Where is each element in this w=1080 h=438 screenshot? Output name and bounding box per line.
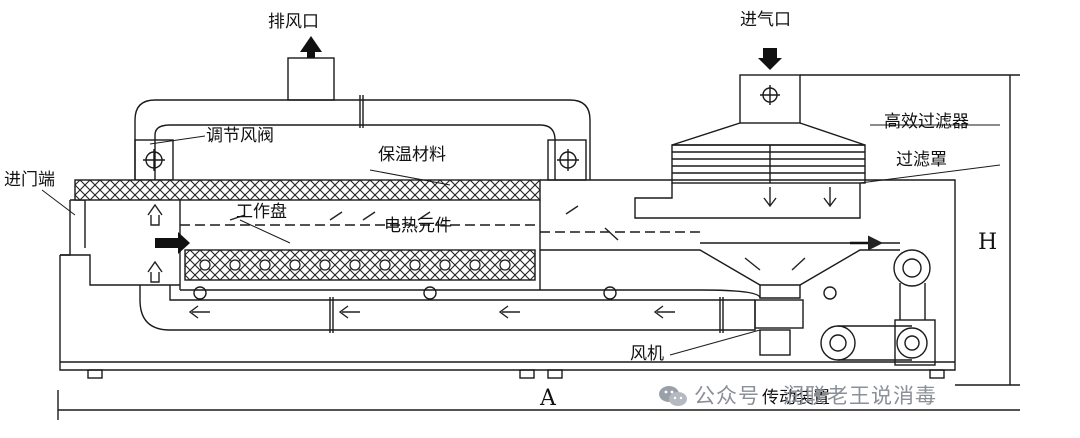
housing-outline bbox=[59, 179, 956, 371]
fan-motor bbox=[759, 329, 791, 356]
drive-unit bbox=[894, 319, 936, 366]
label-exhaust-port: 排风口 bbox=[268, 12, 319, 32]
watermark-text: 公众号 · 润联老王说消毒 bbox=[694, 384, 938, 408]
hopper bbox=[540, 249, 900, 286]
return-duct bbox=[139, 285, 756, 331]
label-drive: 传动装置 bbox=[762, 388, 830, 408]
dimension-length: A bbox=[540, 386, 556, 411]
label-hepa-filter: 高效过滤器 bbox=[884, 112, 969, 132]
label-air-inlet: 进气口 bbox=[740, 10, 791, 30]
dimension-height: H bbox=[978, 230, 998, 255]
label-fan: 风机 bbox=[630, 344, 664, 364]
exhaust-chimney bbox=[287, 57, 335, 101]
label-damper: 调节风阀 bbox=[206, 126, 274, 146]
fan-housing bbox=[754, 299, 804, 329]
inlet-arrow-icon bbox=[758, 48, 782, 70]
label-heater: 电热元件 bbox=[384, 216, 452, 236]
insulation-layer bbox=[74, 179, 541, 201]
wechat-icon bbox=[659, 386, 687, 406]
exhaust-arrow-icon bbox=[300, 36, 322, 58]
drive-wheel-big bbox=[893, 249, 931, 287]
door-end bbox=[60, 199, 86, 256]
label-door-end: 进门端 bbox=[4, 170, 55, 190]
feed-arrow-icon bbox=[155, 232, 190, 254]
hepa-filter bbox=[671, 144, 866, 184]
filter-cover bbox=[634, 183, 861, 219]
label-tray: 工作盘 bbox=[236, 202, 287, 222]
label-insulation: 保温材料 bbox=[378, 145, 446, 165]
air-inlet-box bbox=[739, 74, 801, 124]
label-filter-cover: 过滤罩 bbox=[896, 150, 947, 170]
